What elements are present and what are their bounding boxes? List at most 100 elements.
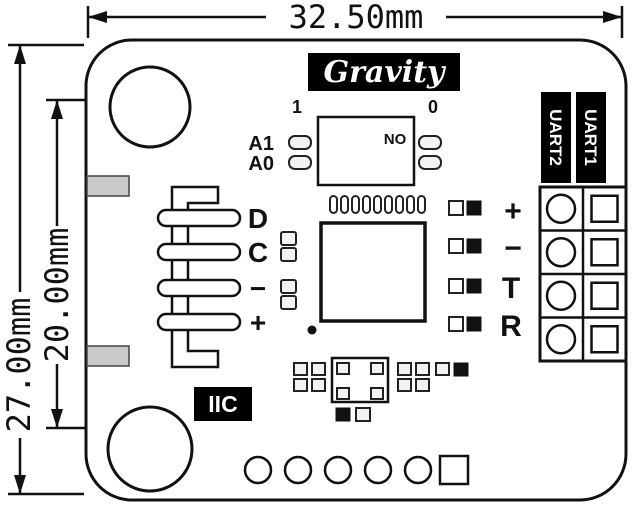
- smd-pad: [280, 247, 297, 262]
- smd-pad: [293, 378, 308, 392]
- smd-pad: [280, 279, 297, 294]
- terminal-block-dividers: [540, 187, 626, 361]
- arrowhead-down: [51, 409, 63, 428]
- connector-pin: [156, 242, 242, 262]
- breakout-holes: [243, 454, 470, 486]
- right-pin-label-r: R: [500, 310, 522, 343]
- left-pin-label-c: C: [248, 237, 268, 268]
- capacitor: [406, 195, 415, 214]
- smd-pad-filled: [466, 200, 482, 216]
- left-pin-label-minus: −: [250, 273, 266, 304]
- main-ic: [307, 221, 427, 335]
- capacitor-array: [329, 195, 426, 214]
- breakout-hole: [243, 455, 273, 485]
- uart1-badge-bg: [576, 92, 606, 183]
- iic-badge-bg: [194, 387, 252, 421]
- smd-pad-filled: [466, 316, 482, 332]
- uart2-badge-bg: [541, 92, 571, 183]
- outer-height-dimension-label: 27.00mm: [0, 298, 38, 433]
- crystal-pad: [370, 362, 384, 375]
- smd-pad: [397, 378, 412, 392]
- breakout-hole: [363, 455, 393, 485]
- dip-switch: 1 0 ON A1 A0: [248, 97, 442, 187]
- smd-pad: [448, 316, 464, 332]
- switch-pad: [288, 155, 312, 170]
- right-pin-label-minus: −: [504, 232, 522, 265]
- capacitor: [362, 195, 371, 214]
- smd-pad: [311, 378, 326, 392]
- breakout-square-pad: [438, 454, 470, 486]
- arrowhead-down: [14, 475, 26, 494]
- right-pin-label-plus: +: [504, 195, 522, 228]
- switch-position-1-label: 1: [292, 97, 302, 117]
- smd-pad: [415, 378, 430, 392]
- inner-height-dimension-label: 20.00mm: [38, 228, 76, 363]
- terminal-block: [538, 185, 628, 363]
- left-pin-label-d: D: [248, 203, 268, 234]
- smd-pad: [280, 295, 297, 310]
- terminal-screw: [545, 237, 577, 268]
- crystal-pad: [336, 387, 350, 400]
- main-ic-body: [319, 221, 427, 323]
- connector-pin: [156, 278, 242, 298]
- terminal-pin: [590, 194, 619, 223]
- switch-on-label: ON: [384, 130, 407, 147]
- edge-tab-bottom: [86, 345, 130, 367]
- addr-jumper-a0-label: A0: [248, 153, 274, 175]
- terminal-pin: [590, 238, 619, 267]
- smd-pad: [448, 278, 464, 294]
- terminal-pin: [590, 281, 619, 310]
- uart-badges: UART2 UART1: [541, 92, 606, 183]
- pullup-pads: [280, 231, 297, 310]
- arrowhead-right: [603, 11, 622, 23]
- uart2-label: UART2: [546, 109, 565, 166]
- smd-pad: [397, 362, 412, 376]
- switch-pad: [418, 155, 442, 170]
- mounting-hole-top: [108, 65, 192, 149]
- dimension-height-outer: 27.00mm: [0, 43, 84, 496]
- smd-pad: [435, 362, 450, 376]
- smd-pad-filled: [453, 362, 469, 377]
- dimension-width: 32.50mm: [86, 0, 624, 38]
- capacitor: [351, 195, 360, 214]
- switch-position-0-label: 0: [428, 97, 438, 117]
- smd-pad-filled: [466, 238, 482, 254]
- mounting-hole-bottom: [106, 405, 194, 493]
- terminal-pin: [590, 325, 619, 354]
- connector-pin: [156, 208, 242, 228]
- breakout-hole: [283, 455, 313, 485]
- crystal-pad: [370, 387, 384, 400]
- left-pin-label-plus: +: [250, 307, 266, 338]
- bottom-components: [293, 356, 469, 422]
- breakout-hole: [403, 455, 433, 485]
- smd-pad: [448, 238, 464, 254]
- right-terminal-labels: + − T R: [500, 195, 522, 343]
- arrowhead-up: [51, 100, 63, 119]
- dimension-height-inner: 20.00mm: [38, 98, 86, 430]
- smd-pad: [448, 200, 464, 216]
- right-breakout-pads: [448, 200, 482, 332]
- gravity-logo: Gravity: [308, 53, 460, 91]
- smd-pad-filled: [466, 278, 482, 294]
- breakout-hole: [323, 455, 353, 485]
- smd-pad: [311, 362, 326, 376]
- capacitor: [373, 195, 382, 214]
- ic-pin1-dot: [307, 325, 317, 335]
- smd-pad: [293, 362, 308, 376]
- right-pin-label-t: T: [502, 272, 520, 305]
- smd-pad: [355, 407, 371, 422]
- capacitor: [329, 195, 338, 214]
- terminal-screw: [545, 280, 577, 311]
- uart1-label: UART1: [581, 109, 600, 166]
- capacitor: [384, 195, 393, 214]
- smd-pad: [415, 362, 430, 376]
- terminal-screw: [545, 324, 577, 355]
- dip-switch-body: [316, 115, 416, 187]
- capacitor: [417, 195, 426, 214]
- switch-pad: [288, 135, 312, 150]
- iic-connector: D C − +: [156, 185, 268, 369]
- iic-badge-text: IIC: [208, 391, 237, 417]
- terminal-screw: [545, 193, 577, 224]
